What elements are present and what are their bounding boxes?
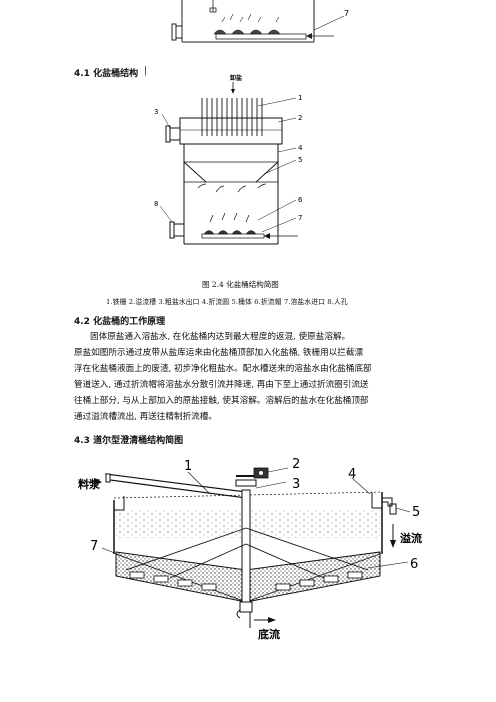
top-partial-figure: 7	[171, 0, 349, 43]
figure-2-4-salt-dissolver: 卸盐	[154, 74, 303, 245]
text-cursor: |	[144, 66, 148, 76]
paragraph-line: 原盐如图所示通过皮带从盐库运来由化盐桶顶部加入化盐桶, 铁栅用以拦截漂	[74, 348, 364, 358]
fig24-label-6: 6	[298, 196, 303, 204]
paragraph-line: 管道送入, 通过折流帽将溶盐水分散引流并降速, 再由下至上通过折流圈引流送	[74, 380, 369, 390]
dorr-label-7: 7	[90, 539, 98, 554]
dorr-overflow-label: 溢流	[400, 531, 422, 545]
paragraph-line: 浮在化盐桶液面上的废渣, 初步净化粗盐水。配水槽送来的溶盐水由化盐桶底部	[74, 364, 372, 374]
paragraph-line: 通过溢流槽流出, 再送往精制折流槽。	[74, 412, 217, 422]
dorr-label-4: 4	[348, 467, 356, 482]
dorr-label-6: 6	[410, 557, 418, 572]
fig24-label-7: 7	[298, 214, 302, 222]
dorr-label-5: 5	[412, 505, 420, 520]
fig24-label-2: 2	[298, 114, 302, 122]
dorr-underflow-label: 底流	[258, 627, 280, 641]
figure-2-4-caption: 图 2.4 化盐桶结构简图	[202, 280, 279, 289]
section-4-1-heading: 4.1 化盐桶结构	[74, 69, 139, 79]
figure-dorr-clarifier: 料浆	[78, 457, 422, 641]
fig24-label-8: 8	[154, 200, 158, 208]
paragraph-line: 往桶上部分, 与从上部加入的原盐接触, 使其溶解。溶解后的盐水在化盐桶顶部	[74, 396, 369, 406]
fig24-label-5: 5	[298, 156, 302, 164]
fig24-label-3: 3	[154, 108, 158, 116]
section-4-2-heading: 4.2 化盐桶的工作原理	[74, 317, 166, 327]
top-fig-label-7: 7	[344, 9, 349, 18]
fig24-label-4: 4	[298, 144, 303, 152]
section-4-3-heading: 4.3 道尔型澄清桶结构简图	[74, 436, 184, 446]
section-4-2-paragraph-1: 固体原盐通入溶盐水, 在化盐桶内达到最大程度的返混, 使原盐溶解。	[90, 332, 351, 342]
dorr-label-1: 1	[184, 459, 192, 474]
fig24-label-1: 1	[298, 94, 302, 102]
fig24-top-label: 卸盐	[230, 74, 242, 82]
dorr-label-2: 2	[292, 457, 300, 472]
dorr-label-3: 3	[292, 477, 300, 492]
figure-2-4-legend: 1.铁栅 2.溢流槽 3.粗盐水出口 4.折流圆 5.桶体 6.折流帽 7.溶盐…	[106, 298, 348, 306]
section-4-2-paragraph-2: 原盐如图所示通过皮带从盐库运来由化盐桶顶部加入化盐桶, 铁栅用以拦截漂 浮在化盐…	[74, 345, 442, 425]
